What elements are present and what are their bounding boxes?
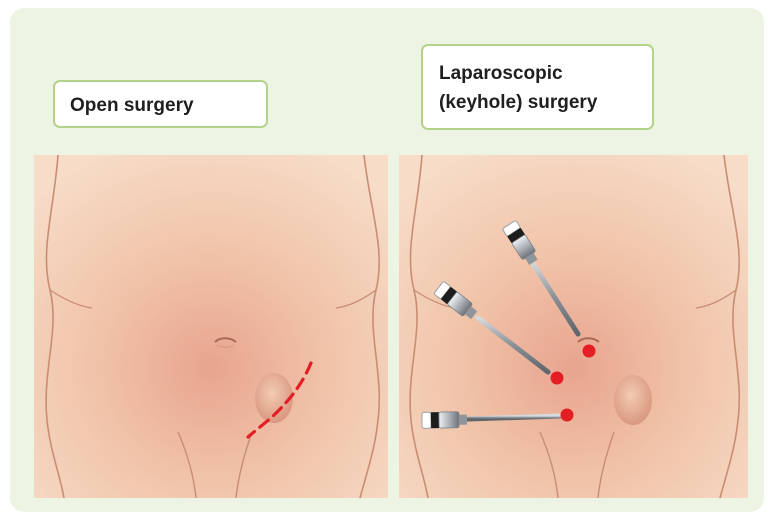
right-abdominal-bulge	[614, 375, 652, 425]
laparoscopic-surgery-label: Laparoscopic (keyhole) surgery	[421, 44, 654, 130]
port-dot-3	[561, 409, 574, 422]
open-surgery-abdomen	[34, 155, 388, 498]
laparoscopic-surgery-abdomen	[399, 155, 748, 498]
open-surgery-label-text: Open surgery	[70, 95, 194, 116]
port-dot-2	[551, 372, 564, 385]
laparoscopic-label-line1: Laparoscopic	[439, 59, 652, 88]
open-surgery-label: Open surgery	[53, 80, 268, 128]
left-abdomen-skin	[34, 155, 388, 498]
port-dot-1	[583, 345, 596, 358]
laparoscopic-label-line2: (keyhole) surgery	[439, 88, 652, 117]
